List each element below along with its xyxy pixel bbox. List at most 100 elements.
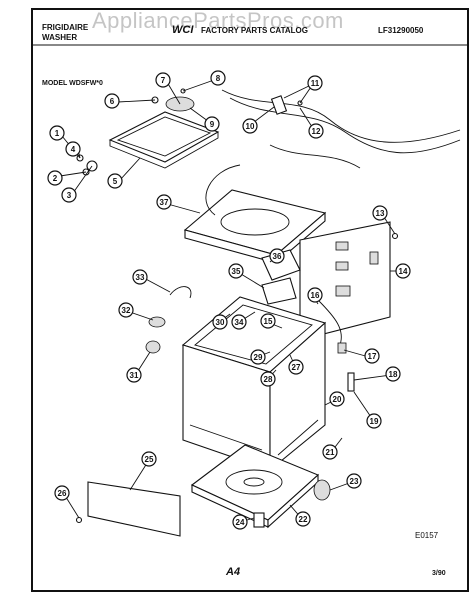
callout-label: 35 <box>232 267 241 276</box>
page-mark: A4 <box>226 566 241 578</box>
drawing-code: E0157 <box>415 531 439 540</box>
callout-25: 25 <box>141 451 157 467</box>
callout-label: 8 <box>216 74 221 83</box>
callout-18: 18 <box>385 366 401 382</box>
callout-36: 36 <box>269 248 285 264</box>
model-label: MODEL WDSFW*0 <box>42 80 103 87</box>
callout-15: 15 <box>260 313 276 329</box>
callout-label: 23 <box>350 477 359 486</box>
callout-label: 36 <box>273 252 282 261</box>
appliance-type: WASHER <box>42 33 78 42</box>
callout-34: 34 <box>231 314 247 330</box>
wci-logo: WCI <box>172 24 194 36</box>
pump <box>313 479 331 501</box>
callout-32: 32 <box>118 302 134 318</box>
callout-29: 29 <box>250 349 266 365</box>
callout-26: 26 <box>54 485 70 501</box>
callout-label: 1 <box>55 129 60 138</box>
callout-label: 13 <box>376 209 385 218</box>
callout-31: 31 <box>126 367 142 383</box>
callout-label: 24 <box>236 518 245 527</box>
callout-label: 33 <box>136 273 145 282</box>
callout-14: 14 <box>395 263 411 279</box>
callout-label: 21 <box>326 448 335 457</box>
callout-label: 27 <box>292 363 301 372</box>
front-panel <box>75 481 181 537</box>
callout-label: 6 <box>110 97 115 106</box>
callout-label: 22 <box>299 515 308 524</box>
callout-label: 30 <box>216 318 225 327</box>
hose-lines <box>221 89 461 143</box>
callout-label: 37 <box>160 198 169 207</box>
base-assembly <box>190 444 320 529</box>
callout-20: 20 <box>329 391 345 407</box>
side-parts <box>145 286 192 354</box>
callout-label: 32 <box>122 306 131 315</box>
callout-label: 15 <box>264 317 273 326</box>
callout-33: 33 <box>132 269 148 285</box>
callout-label: 9 <box>210 120 215 129</box>
callout-16: 16 <box>307 287 323 303</box>
callout-label: 3 <box>67 191 72 200</box>
wire-harness <box>205 164 241 216</box>
callout-label: 18 <box>389 370 398 379</box>
callout-label: 2 <box>53 174 58 183</box>
callout-7: 7 <box>155 72 171 88</box>
callout-label: 16 <box>311 291 320 300</box>
callout-3: 3 <box>61 187 77 203</box>
callout-8: 8 <box>210 70 226 86</box>
callout-label: 7 <box>161 76 166 85</box>
callout-label: 25 <box>145 455 154 464</box>
sheet-frame <box>31 8 469 592</box>
callout-2: 2 <box>47 170 63 186</box>
callout-label: 28 <box>264 375 273 384</box>
callout-label: 34 <box>235 318 244 327</box>
lid-part <box>108 111 220 169</box>
callout-label: 19 <box>370 417 379 426</box>
catalog-title: FACTORY PARTS CATALOG <box>201 26 308 35</box>
callout-30: 30 <box>212 314 228 330</box>
brand-name: FRIGIDAIRE <box>42 23 89 32</box>
callout-11: 11 <box>307 75 323 91</box>
rear-panel <box>299 221 399 341</box>
fill-hose <box>317 299 342 346</box>
callout-27: 27 <box>288 359 304 375</box>
bracket-parts <box>270 95 303 115</box>
callout-10: 10 <box>242 118 258 134</box>
callout-4: 4 <box>65 141 81 157</box>
leveling-leg <box>253 512 265 528</box>
callout-19: 19 <box>366 413 382 429</box>
callout-17: 17 <box>364 348 380 364</box>
callout-21: 21 <box>322 444 338 460</box>
callout-label: 10 <box>246 122 255 131</box>
callout-label: 4 <box>71 145 76 154</box>
callout-label: 12 <box>312 127 321 136</box>
callout-1: 1 <box>49 125 65 141</box>
callout-37: 37 <box>156 194 172 210</box>
callout-label: 29 <box>254 353 263 362</box>
bracket-18 <box>347 372 355 392</box>
cabinet <box>181 296 327 472</box>
callout-24: 24 <box>232 514 248 530</box>
catalog-number: LF31290050 <box>378 26 424 35</box>
callout-13: 13 <box>372 205 388 221</box>
callout-label: 26 <box>58 489 67 498</box>
callout-label: 14 <box>399 267 408 276</box>
callout-22: 22 <box>295 511 311 527</box>
callout-label: 20 <box>333 395 342 404</box>
callout-label: 11 <box>311 79 320 88</box>
callout-35: 35 <box>228 263 244 279</box>
callout-label: 5 <box>113 177 118 186</box>
callout-6: 6 <box>104 93 120 109</box>
callout-23: 23 <box>346 473 362 489</box>
callout-5: 5 <box>107 173 123 189</box>
callout-12: 12 <box>308 123 324 139</box>
revision-date: 3/90 <box>432 570 446 577</box>
callout-label: 17 <box>368 352 377 361</box>
callout-28: 28 <box>260 371 276 387</box>
watermark: AppliancePartsPros.com <box>92 8 344 33</box>
callout-9: 9 <box>204 116 220 132</box>
valve-clip <box>337 342 347 354</box>
